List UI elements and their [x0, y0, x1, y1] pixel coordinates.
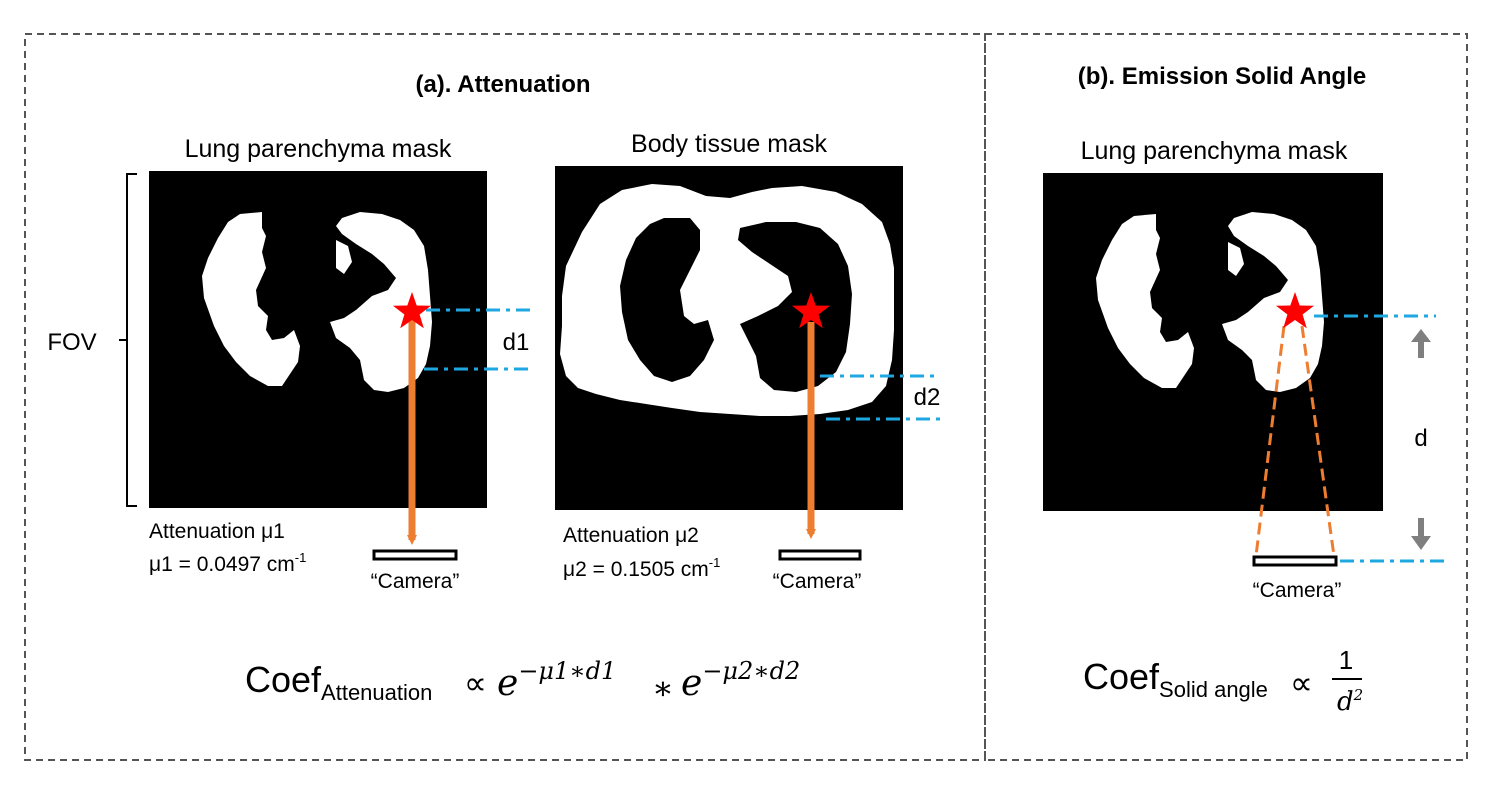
formula-b-relation: ∝ [1290, 665, 1313, 701]
lung-attenuation-title: Attenuation μ1 [149, 520, 285, 543]
formula-a-relation: ∝ [464, 665, 487, 701]
lung-mask-label: Lung parenchyma mask [185, 135, 452, 163]
d-label: d [1414, 425, 1427, 452]
svg-text:CoefAttenuation: CoefAttenuation [245, 659, 432, 705]
lung-camera [372, 549, 458, 561]
formula-a-subscript: Attenuation [321, 680, 432, 705]
body-attenuation-title: Attenuation μ2 [563, 524, 699, 547]
panel-b-camera [1252, 555, 1338, 567]
attenuation-formula: CoefAttenuation ∝ e−μ1∗d1 ∗ e−μ2∗d2 [245, 657, 800, 707]
panel-b-camera-label: “Camera” [1253, 579, 1342, 602]
body-camera-label: “Camera” [773, 570, 862, 593]
formula-b-denominator: d [1337, 687, 1354, 717]
formula-a-coef: Coef [245, 659, 322, 700]
solid-angle-edge-left [1254, 325, 1286, 557]
body-attenuation-value: μ2 = 0.1505 cm-1 [563, 555, 720, 581]
panel-b-source-star [1276, 292, 1314, 329]
d2-label: d2 [914, 384, 941, 411]
panel-b-title: (b). Emission Solid Angle [1078, 63, 1366, 90]
svg-text:d2: d2 [1337, 686, 1363, 717]
svg-text:e−μ1∗d1: e−μ1∗d1 [497, 657, 616, 704]
lung-unit-exponent: -1 [295, 550, 307, 565]
body-mask-label: Body tissue mask [631, 130, 827, 158]
formula-b-numerator: 1 [1339, 645, 1353, 675]
lung-source-star [393, 292, 431, 329]
panel-b-frame [984, 33, 1468, 761]
body-camera [778, 549, 862, 561]
formula-a-term2-exponent: −μ2∗d2 [702, 657, 800, 685]
lung-attenuation-value: μ1 = 0.0497 cm-1 [149, 550, 306, 576]
formula-b-coef: Coef [1083, 656, 1160, 697]
d-up-arrow [1411, 329, 1431, 358]
body-mask-image [555, 166, 903, 510]
fov-bracket [119, 173, 137, 507]
formula-b-subscript: Solid angle [1159, 677, 1268, 702]
panel-b-mask-image [1043, 173, 1383, 511]
formula-a-term1-exponent: −μ1∗d1 [518, 657, 616, 685]
formula-b-denominator-exponent: 2 [1353, 686, 1364, 704]
solid-angle-formula: CoefSolid angle ∝ 1 d2 [1083, 645, 1363, 717]
panel-b-mask-label: Lung parenchyma mask [1081, 137, 1348, 165]
body-unit-exponent: -1 [709, 555, 721, 570]
d-down-arrow [1411, 518, 1431, 550]
formula-a-term1-base: e [497, 663, 518, 704]
fov-label: FOV [47, 329, 96, 356]
formula-a-times: ∗ [652, 669, 674, 707]
svg-text:e−μ2∗d2: e−μ2∗d2 [681, 657, 800, 704]
solid-angle-edge-right [1300, 325, 1336, 557]
lung-mask-image [149, 171, 487, 508]
formula-a-term2-base: e [681, 663, 702, 704]
body-source-star [792, 292, 830, 329]
d1-label: d1 [503, 329, 530, 356]
lung-camera-label: “Camera” [371, 570, 460, 593]
svg-text:CoefSolid angle: CoefSolid angle [1083, 656, 1268, 702]
panel-a-title: (a). Attenuation [415, 71, 590, 98]
